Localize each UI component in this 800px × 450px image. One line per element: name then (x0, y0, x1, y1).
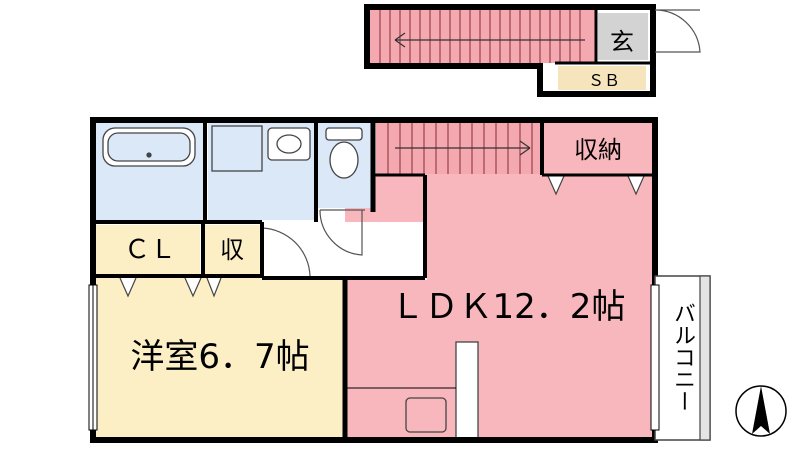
kitchen-sink (405, 397, 447, 433)
sb-storage (558, 66, 646, 90)
kitchen-counter (455, 341, 479, 439)
small-storage-label: 収 (220, 236, 244, 264)
entrance-walls (364, 4, 656, 97)
entrance-stairs (370, 10, 595, 63)
toilet-bowl (329, 141, 359, 179)
bedroom-floor (95, 278, 345, 440)
bathtub-inner (107, 132, 191, 162)
wash-basin-bowl (276, 134, 302, 154)
closet-label: ＣＬ (124, 235, 176, 265)
stairs-direction-arrow (394, 32, 585, 48)
entrance-block (364, 4, 701, 97)
ldk-floor (345, 175, 655, 440)
bathtub-drain (146, 152, 152, 158)
toilet-tank (325, 127, 363, 141)
room-labels: 玄 ＳＢ ＣＬ 収 収納 ＬＤＫ12．2帖 洋室6．7帖 (124, 28, 634, 377)
storage-floor (543, 122, 655, 174)
storage-label: 収納 (574, 136, 622, 164)
bedroom-window (88, 284, 98, 431)
sb-label: ＳＢ (588, 71, 620, 90)
balcony (650, 275, 711, 441)
interior-stairs (376, 122, 541, 174)
toilet-door (319, 209, 365, 256)
folding-door-markers (119, 175, 645, 298)
stair-treads (379, 10, 581, 63)
north-arrow-icon (735, 385, 787, 437)
entry-door-swing (654, 9, 701, 53)
fixtures (102, 125, 479, 439)
balcony-rail (699, 275, 711, 441)
washing-machine-pan (211, 125, 263, 172)
closet-floor (95, 225, 200, 275)
balcony-label-box: バルコニー (670, 302, 695, 412)
genkan-label: 玄 (610, 28, 634, 56)
interior-stairs-arrow (395, 140, 531, 156)
bedroom-label: 洋室6．7帖 (130, 337, 309, 377)
genkan-floor (598, 13, 648, 60)
balcony-window (650, 284, 660, 431)
ldk-label: ＬＤＫ12．2帖 (391, 287, 626, 327)
balcony-label: バルコニー (670, 302, 695, 412)
small-storage-floor (205, 225, 260, 275)
